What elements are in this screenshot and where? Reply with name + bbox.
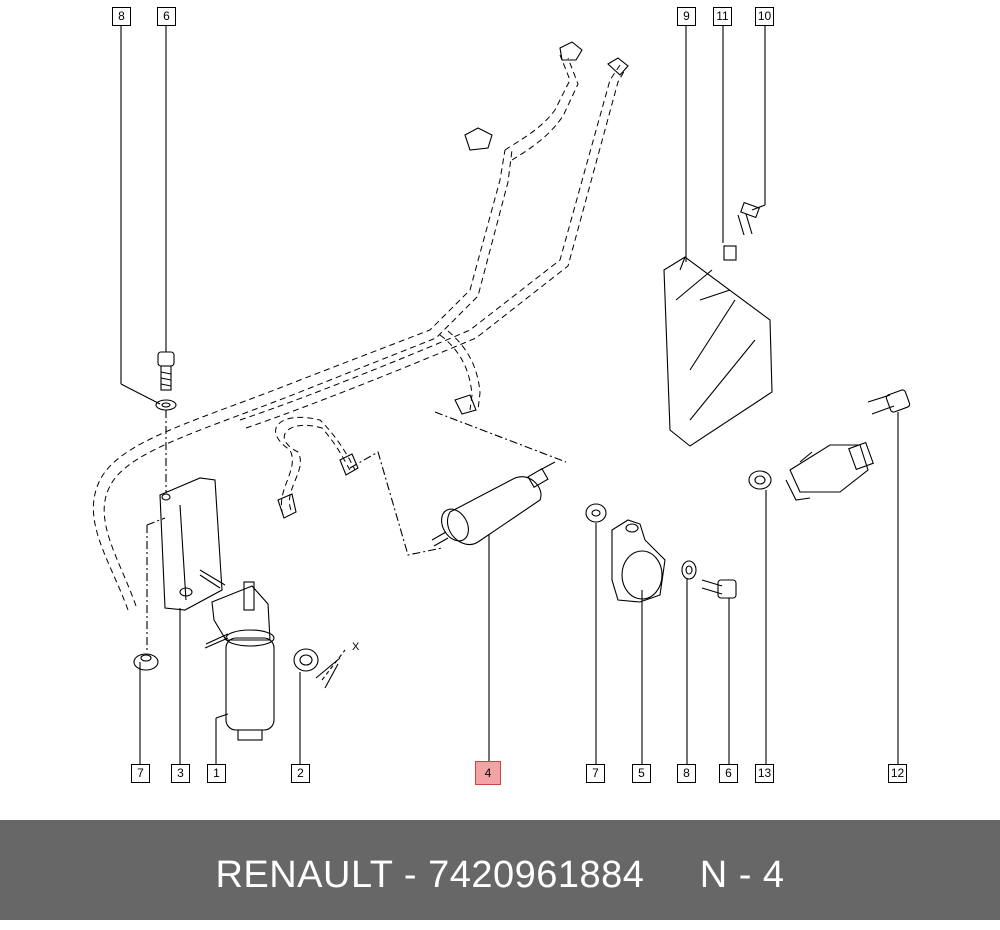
callout-bottom-11: 12: [888, 764, 907, 783]
fuel-filter-1: [199, 569, 275, 741]
sensor-assembly: [785, 441, 874, 501]
callout-bottom-6: 7: [586, 764, 605, 783]
clamp-5: [611, 519, 666, 603]
callout-top-1: 8: [112, 7, 131, 26]
callout-top-3: 9: [677, 7, 696, 26]
callout-bottom-highlighted: 4: [475, 761, 501, 785]
callout-bottom-1: 7: [131, 764, 150, 783]
washer-7-left: [133, 653, 159, 671]
x-annotation: X: [352, 641, 360, 653]
callout-top-4: 11: [713, 7, 732, 26]
washer-7-right: [585, 503, 607, 523]
washer-8-bottom: [681, 560, 697, 580]
part-number-caption: RENAULT - 7420961884 N - 4: [215, 854, 785, 896]
callout-bottom-7: 5: [632, 764, 651, 783]
bolt-6-bottom: [701, 579, 737, 599]
callout-bottom-2: 3: [171, 764, 190, 783]
callout-bottom-8: 8: [677, 764, 696, 783]
bolt-6-top: [155, 351, 177, 411]
callout-top-5: 10: [755, 7, 774, 26]
callout-bottom-10: 13: [755, 764, 774, 783]
parts-diagram: X: [92, 26, 911, 764]
bracket-3: [159, 477, 223, 611]
callout-bottom-4: 2: [291, 764, 310, 783]
callout-bottom-9: 6: [719, 764, 738, 783]
fuel-pump-4: [431, 461, 556, 547]
screw-10: [737, 201, 760, 236]
callout-top-2: 6: [157, 7, 176, 26]
bolt-12: [867, 389, 911, 415]
heat-shield-9: [663, 256, 773, 447]
leader-8-top-b: [120, 383, 161, 405]
nut-13: [748, 470, 772, 490]
footer-banner: RENAULT - 7420961884 N - 4: [0, 820, 1000, 920]
nut-2: [293, 648, 341, 689]
clip-11: [723, 245, 737, 261]
callout-bottom-3: 1: [207, 764, 226, 783]
